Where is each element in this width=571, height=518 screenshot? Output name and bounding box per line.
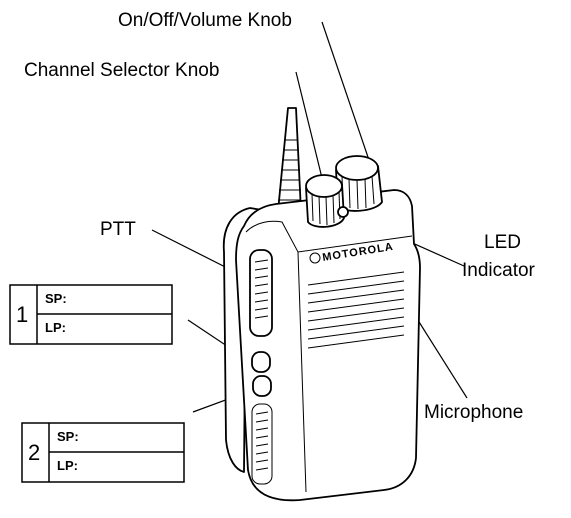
- channel-knob: [305, 174, 345, 228]
- leader-channel-knob: [295, 71, 323, 179]
- button-2-box: 2 SP: LP:: [21, 422, 185, 483]
- side-button-1: [251, 351, 271, 373]
- radio-illustration: MOTOROLA: [222, 107, 421, 502]
- channel-knob-label: Channel Selector Knob: [24, 60, 219, 81]
- brand-logo-icon: [309, 252, 321, 264]
- ptt-label: PTT: [100, 219, 136, 240]
- led-indicator: [337, 206, 349, 218]
- antenna-ribs: [278, 139, 301, 201]
- top-face-edge: [245, 220, 413, 253]
- button-1-number: 1: [16, 302, 28, 327]
- volume-knob-label: On/Off/Volume Knob: [118, 10, 292, 31]
- side-button-2: [252, 375, 272, 397]
- speaker-grille: [307, 271, 405, 349]
- volume-knob: [335, 155, 383, 212]
- leader-volume-knob: [321, 21, 371, 164]
- button-2-number: 2: [28, 440, 40, 465]
- button-1-sp-label: SP:: [45, 291, 67, 306]
- led-label-line2: Indicator: [462, 260, 536, 281]
- microphone-label: Microphone: [424, 402, 523, 423]
- led-label-line1: LED: [484, 232, 521, 253]
- side-grip: [251, 403, 273, 485]
- button-2-sp-label: SP:: [57, 429, 79, 444]
- ptt-button: [249, 249, 273, 337]
- button-2-lp-label: LP:: [57, 458, 78, 473]
- button-1-lp-label: LP:: [45, 320, 66, 335]
- button-1-box: 1 SP: LP:: [9, 284, 173, 345]
